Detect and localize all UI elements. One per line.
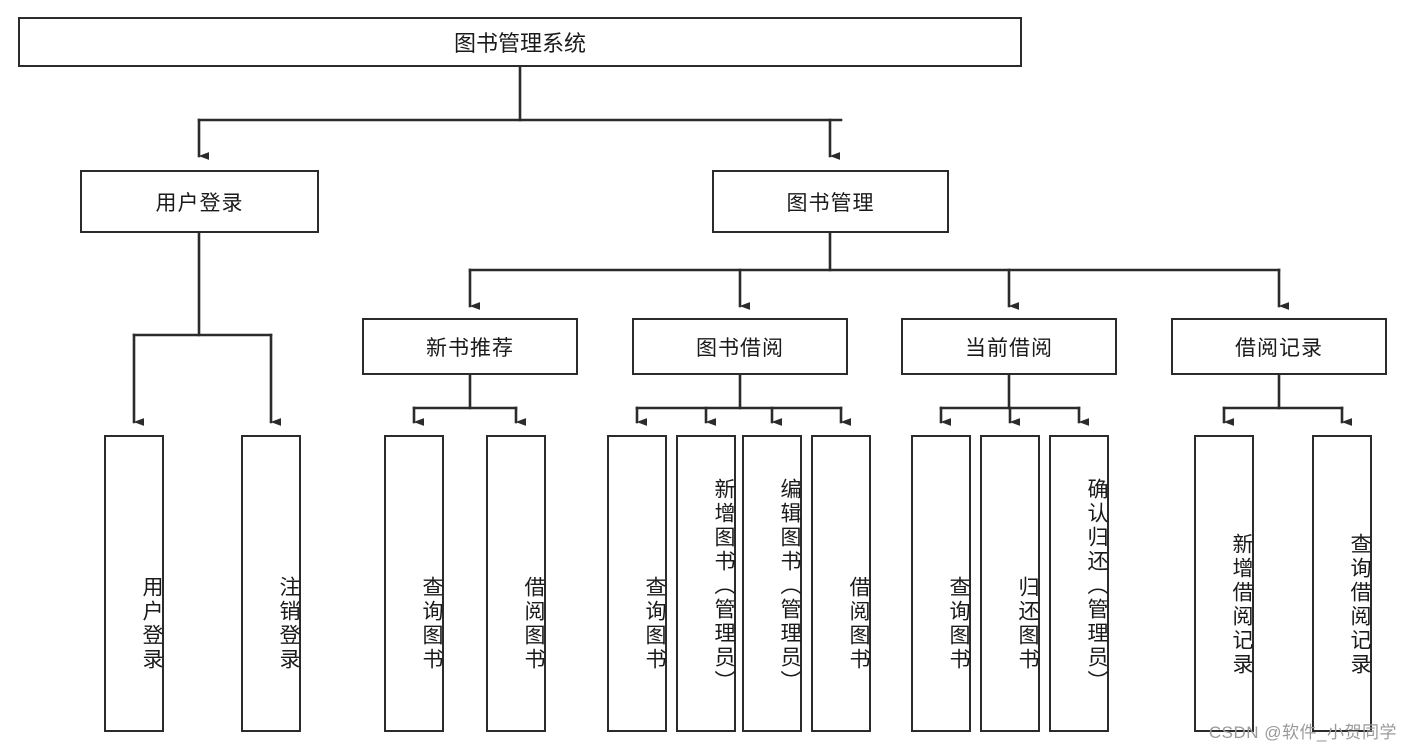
node-book-borrow[interactable]: 图书借阅 [632, 318, 848, 375]
node-label: 新增图书（管理员） [712, 477, 735, 694]
node-label: 查询图书 [947, 575, 970, 672]
node-label: 编辑图书（管理员） [778, 477, 801, 694]
leaf-current-query-book[interactable]: 查询图书 [911, 435, 971, 732]
leaf-record-add-record[interactable]: 新增借阅记录 [1194, 435, 1254, 732]
node-label: 归还图书 [1016, 575, 1039, 672]
node-book-management[interactable]: 图书管理 [712, 170, 949, 233]
leaf-borrow-query-book[interactable]: 查询图书 [607, 435, 667, 732]
leaf-borrow-borrow-book[interactable]: 借阅图书 [811, 435, 871, 732]
node-label: 用户登录 [155, 191, 244, 215]
leaf-recommend-borrow-book[interactable]: 借阅图书 [486, 435, 546, 732]
node-label: 新增借阅记录 [1230, 532, 1253, 677]
node-label: 借阅记录 [1235, 336, 1323, 360]
node-label: 查询图书 [643, 575, 666, 672]
node-label: 图书管理 [786, 191, 875, 215]
leaf-recommend-query-book[interactable]: 查询图书 [384, 435, 444, 732]
node-label: 新书推荐 [426, 336, 514, 360]
node-label: 图书借阅 [696, 336, 784, 360]
csdn-watermark: CSDN @软件_小贺同学 [1208, 723, 1397, 742]
leaf-borrow-edit-book-admin[interactable]: 编辑图书（管理员） [742, 435, 802, 732]
node-label: 注销登录 [277, 575, 300, 672]
node-label: 查询借阅记录 [1348, 532, 1371, 677]
node-borrow-record[interactable]: 借阅记录 [1171, 318, 1387, 375]
node-new-book-recommend[interactable]: 新书推荐 [362, 318, 578, 375]
node-root-system[interactable]: 图书管理系统 [18, 17, 1022, 67]
node-label: 查询图书 [420, 575, 443, 672]
node-label: 图书管理系统 [453, 31, 586, 56]
node-label: 当前借阅 [965, 336, 1053, 360]
leaf-user-login-logout[interactable]: 注销登录 [241, 435, 301, 732]
leaf-user-login-login[interactable]: 用户登录 [104, 435, 164, 732]
node-label: 借阅图书 [522, 575, 545, 672]
node-label: 借阅图书 [847, 575, 870, 672]
leaf-current-confirm-return-admin[interactable]: 确认归还（管理员） [1049, 435, 1109, 732]
leaf-current-return-book[interactable]: 归还图书 [980, 435, 1040, 732]
node-user-login[interactable]: 用户登录 [80, 170, 319, 233]
node-current-borrow[interactable]: 当前借阅 [901, 318, 1117, 375]
node-label: 确认归还（管理员） [1085, 477, 1108, 694]
node-label: 用户登录 [140, 575, 163, 672]
leaf-borrow-add-book-admin[interactable]: 新增图书（管理员） [676, 435, 736, 732]
leaf-record-query-record[interactable]: 查询借阅记录 [1312, 435, 1372, 732]
